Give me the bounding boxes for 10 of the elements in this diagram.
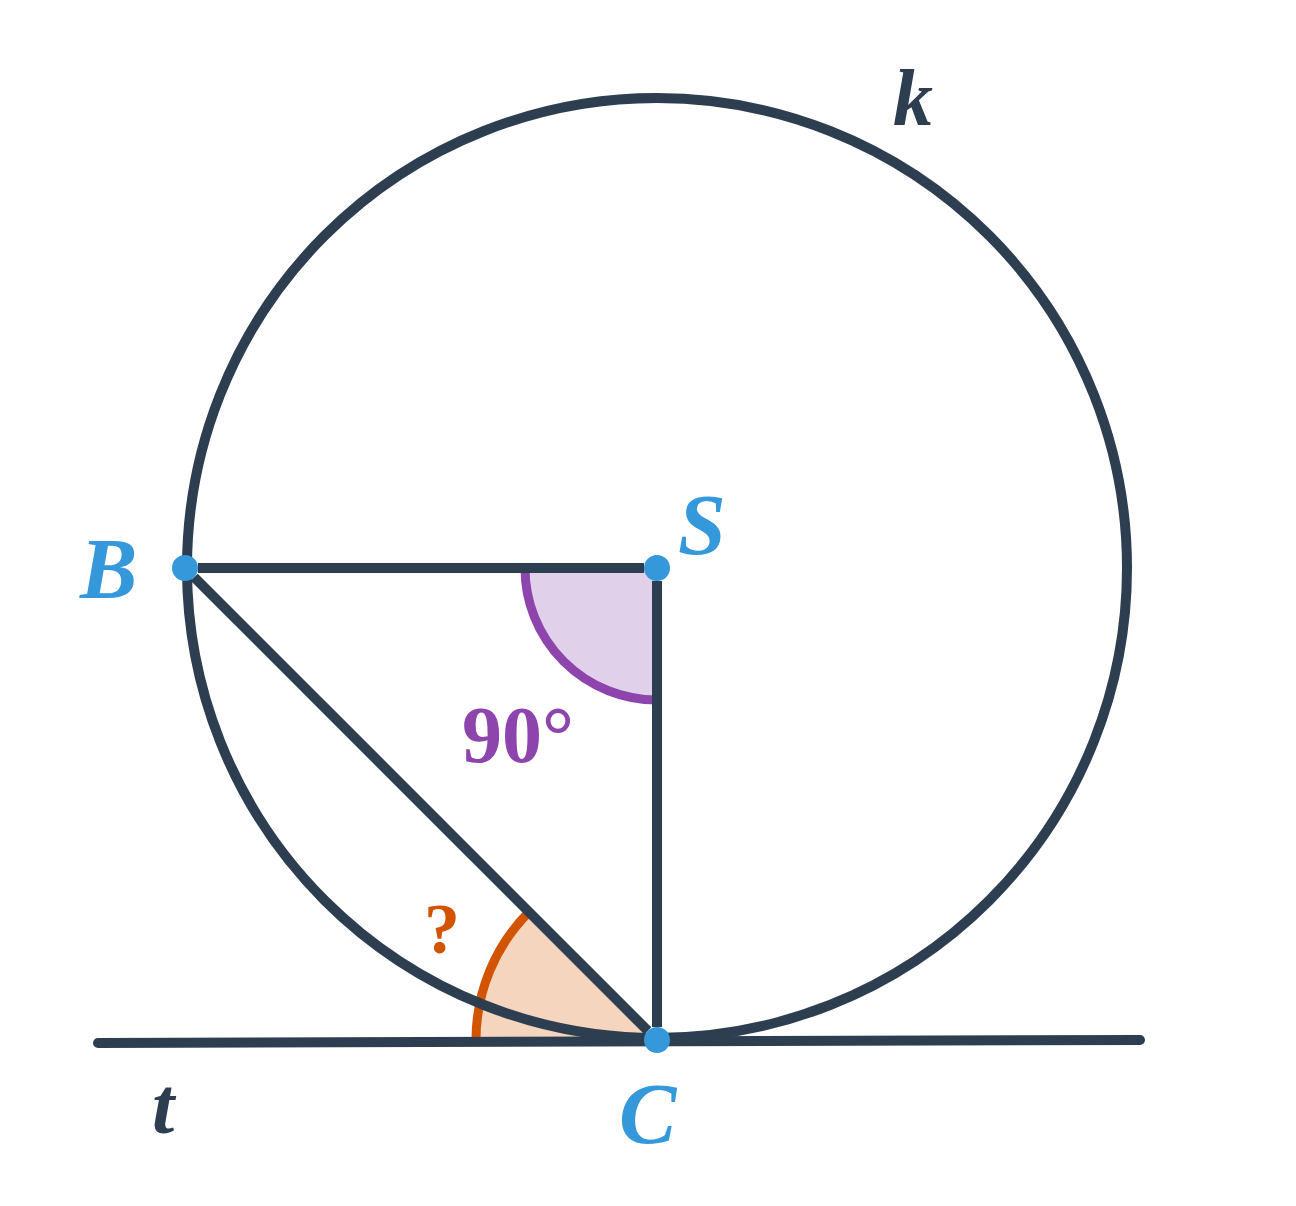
angle-label: ? [424, 893, 460, 965]
angle-label: 90° [462, 695, 574, 775]
line-label: t [152, 1066, 175, 1146]
line-segment [190, 573, 652, 1035]
line-segment [198, 563, 644, 573]
point-label: B [80, 526, 138, 612]
point-label: C [619, 1071, 677, 1157]
point-label: S [678, 482, 726, 568]
curve-label: k [893, 58, 933, 138]
line-segment [652, 581, 662, 1027]
